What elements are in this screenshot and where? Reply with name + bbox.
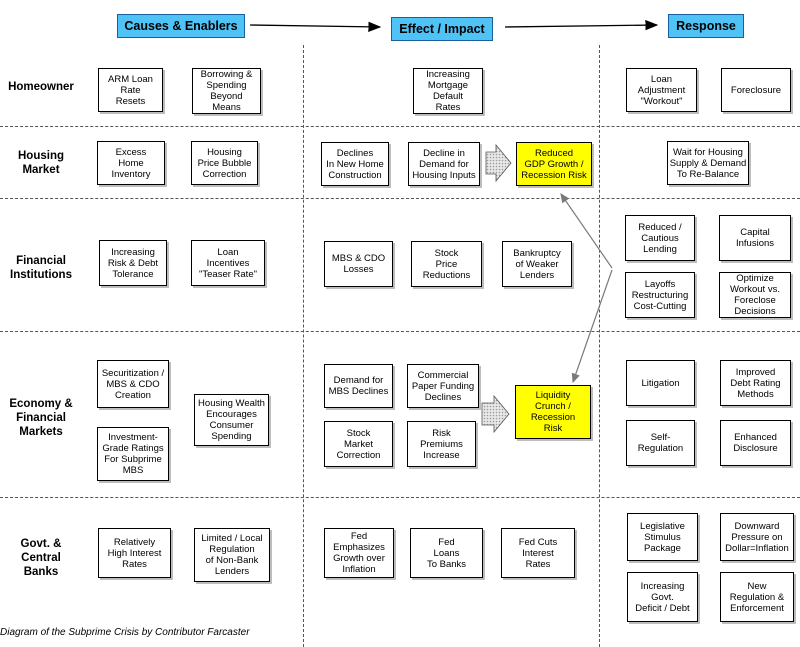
box-litigation: Litigation [626, 360, 695, 406]
block-arrow-to-gdp [485, 143, 512, 183]
box-risk-debt-tolerance: Increasing Risk & Debt Tolerance [99, 240, 167, 286]
box-liquidity-crunch: Liquidity Crunch / Recession Risk [515, 385, 591, 439]
box-stock-market-correction: Stock Market Correction [324, 421, 393, 467]
row-label-homeowner: Homeowner [8, 81, 74, 93]
box-decline-demand-inputs: Decline in Demand for Housing Inputs [408, 142, 480, 186]
block-arrow-to-liquidity [481, 394, 510, 434]
box-borrowing-spending: Borrowing & Spending Beyond Means [192, 68, 261, 114]
box-limited-regulation: Limited / Local Regulation of Non-Bank L… [194, 528, 270, 582]
row-label-financial-institutions: Financial Institutions [10, 255, 72, 281]
box-legislative-stimulus: Legislative Stimulus Package [627, 513, 698, 561]
row-divider [0, 331, 800, 332]
row-divider [0, 497, 800, 498]
box-risk-premiums: Risk Premiums Increase [407, 421, 476, 467]
box-new-regulation: New Regulation & Enforcement [720, 572, 794, 622]
column-divider [599, 45, 600, 647]
header-causes: Causes & Enablers [117, 14, 245, 38]
box-excess-home-inventory: Excess Home Inventory [97, 141, 165, 185]
box-reduced-gdp-growth: Reduced GDP Growth / Recession Risk [516, 142, 592, 186]
box-loan-incentives: Loan Incentives "Teaser Rate" [191, 240, 265, 286]
box-stock-price-reductions: Stock Price Reductions [411, 241, 482, 287]
arrow-lending-to-liquidity [571, 269, 613, 384]
row-divider [0, 198, 800, 199]
row-label-housing-market: Housing Market [18, 150, 64, 176]
box-fed-cuts-rates: Fed Cuts Interest Rates [501, 528, 575, 578]
box-demand-mbs-declines: Demand for MBS Declines [324, 364, 393, 408]
box-loan-adjustment: Loan Adjustment "Workout" [626, 68, 697, 112]
arrow-lending-to-gdp [560, 193, 613, 269]
box-high-interest-rates: Relatively High Interest Rates [98, 528, 171, 578]
row-label-economy-markets: Economy & Financial Markets [9, 398, 73, 438]
box-improved-debt-rating: Improved Debt Rating Methods [720, 360, 791, 406]
box-price-bubble-correction: Housing Price Bubble Correction [191, 141, 258, 185]
box-fed-loans-banks: Fed Loans To Banks [410, 528, 483, 578]
box-wait-for-housing: Wait for Housing Supply & Demand To Re-B… [667, 141, 749, 185]
box-increasing-default-rates: Increasing Mortgage Default Rates [413, 68, 483, 114]
box-investment-grade-ratings: Investment- Grade Ratings For Subprime M… [97, 427, 169, 481]
header-response: Response [668, 14, 744, 38]
column-divider [303, 45, 304, 647]
box-foreclosure: Foreclosure [721, 68, 791, 112]
box-bankruptcy-weaker-lenders: Bankruptcy of Weaker Lenders [502, 241, 572, 287]
box-layoffs-restructuring: Layoffs Restructuring Cost-Cutting [625, 272, 695, 318]
box-mbs-cdo-losses: MBS & CDO Losses [324, 241, 393, 287]
arrow-causes-to-effect [249, 21, 382, 33]
box-optimize-workout: Optimize Workout vs. Foreclose Decisions [719, 272, 791, 318]
box-self-regulation: Self- Regulation [626, 420, 695, 466]
box-fed-emphasizes-growth: Fed Emphasizes Growth over Inflation [324, 528, 394, 578]
box-arm-loan-rate-resets: ARM Loan Rate Resets [98, 68, 163, 112]
header-effect: Effect / Impact [391, 17, 493, 41]
box-declines-new-construction: Declines In New Home Construction [321, 142, 389, 186]
row-divider [0, 126, 800, 127]
diagram-caption: Diagram of the Subprime Crisis by Contri… [0, 627, 250, 638]
box-housing-wealth: Housing Wealth Encourages Consumer Spend… [194, 394, 269, 446]
row-label-govt-central-banks: Govt. & Central Banks [20, 538, 62, 578]
box-downward-pressure-dollar: Downward Pressure on Dollar=Inflation [720, 513, 794, 561]
box-enhanced-disclosure: Enhanced Disclosure [720, 420, 791, 466]
box-securitization: Securitization / MBS & CDO Creation [97, 360, 169, 408]
box-commercial-paper: Commercial Paper Funding Declines [407, 364, 479, 408]
box-reduced-cautious-lending: Reduced / Cautious Lending [625, 215, 695, 261]
arrow-effect-to-response [504, 19, 659, 31]
box-increasing-deficit: Increasing Govt. Deficit / Debt [627, 572, 698, 622]
box-capital-infusions: Capital Infusions [719, 215, 791, 261]
